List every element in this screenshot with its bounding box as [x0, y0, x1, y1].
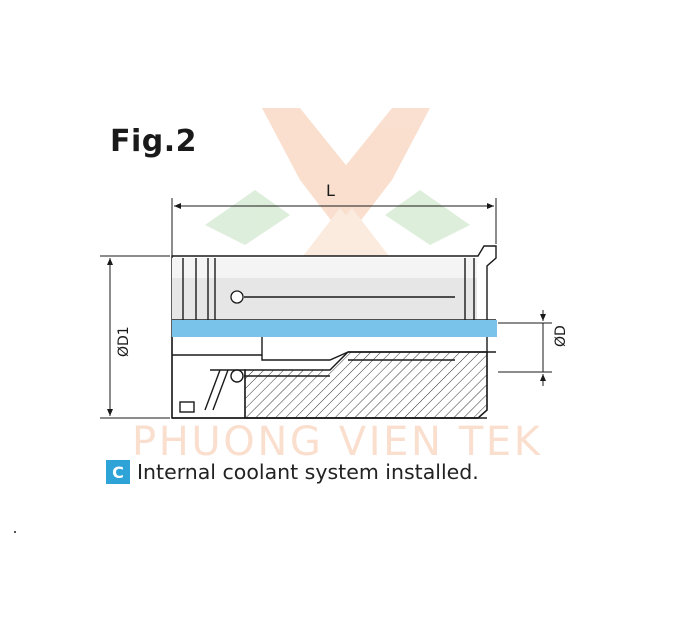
dimension-outer-diameter [100, 255, 170, 419]
figure-title: Fig.2 [110, 124, 198, 159]
caption: C Internal coolant system installed. [106, 460, 479, 484]
coolant-band [172, 320, 497, 337]
label-length: L [326, 181, 335, 200]
caption-text: Internal coolant system installed. [137, 460, 479, 484]
collet-section [171, 337, 496, 419]
label-inner-diameter: ØD [553, 325, 569, 347]
caption-badge: C [106, 460, 130, 484]
watermark-text: PHUONG VIEN TEK [132, 419, 542, 465]
stray-dot [14, 531, 16, 533]
dimension-length [171, 198, 497, 256]
slot-upper [230, 290, 455, 304]
label-outer-diameter: ØD1 [116, 326, 132, 357]
dimension-inner-diameter [498, 310, 552, 386]
